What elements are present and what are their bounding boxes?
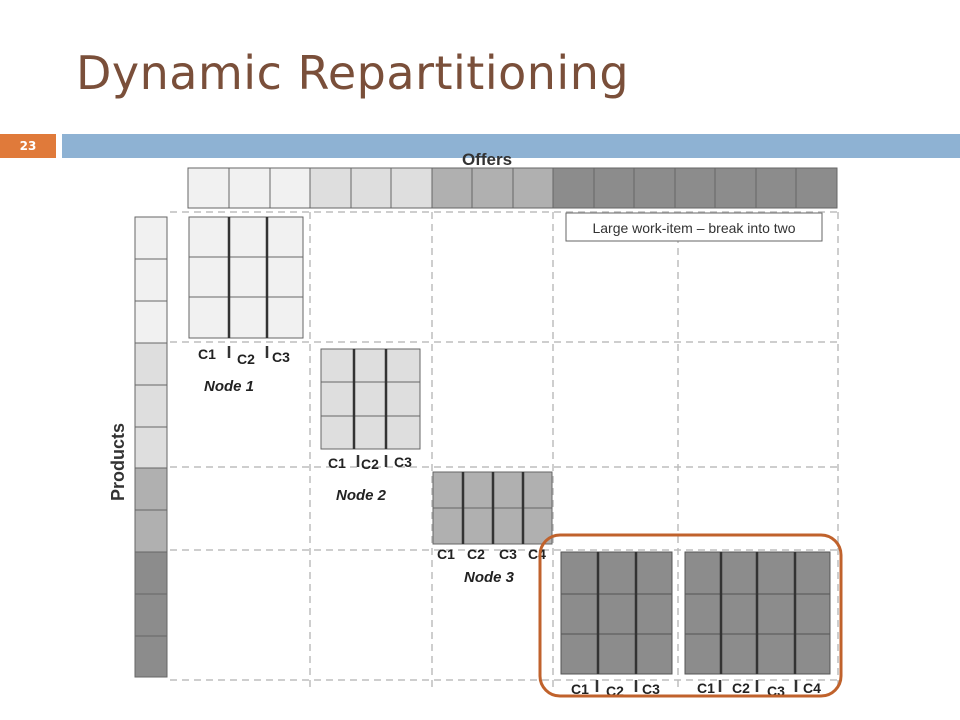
offer-cell [633,167,676,209]
split-group-a-core-label: C3 [642,681,660,697]
header-bar [62,134,960,158]
node-2-core-label: C3 [394,454,412,470]
offer-cell [471,167,514,209]
node-3-core-label: C2 [467,546,485,562]
product-cell [134,216,168,260]
offers-strip [187,167,838,209]
node-3-core-dividers [461,472,525,544]
node-3-block [432,471,553,545]
offer-cell [714,167,757,209]
product-cell [134,509,168,553]
node-1-block [188,216,304,339]
split-group-a-core-label: C1 [571,681,589,697]
offer-cell [228,167,271,209]
node-1-label: Node 1 [204,378,254,395]
split-group-b-core-label: C1 [697,680,715,696]
offer-cell [674,167,716,209]
products-axis-label: Products [108,423,128,501]
node-2-core-dividers [352,349,388,467]
callout-box [565,212,823,242]
node-3-core-label: C1 [437,546,455,562]
slide-title: Dynamic Repartitioning [76,46,630,100]
offer-cell [350,167,392,209]
node-1-core-label: C2 [237,351,255,367]
node-1-core-label: C1 [198,346,216,362]
split-group-b-core-dividers [718,552,798,692]
offer-cell [187,167,230,209]
node-3-core-label: C3 [499,546,517,562]
split-highlight-outline [538,533,843,698]
node-2-core-label: C2 [361,456,379,472]
callout-text: Large work-item – break into two [592,220,795,236]
split-group-b-core-label: C2 [732,680,750,696]
node-1-core-dividers [227,217,269,358]
product-cell [134,593,168,637]
offer-cell [795,167,838,209]
dashed-grid [170,211,839,690]
split-group-b-block [684,551,831,675]
node-2-core-label: C1 [328,455,346,471]
offer-cell [390,167,433,209]
split-group-b-core-label: C4 [803,680,821,696]
node-3-label: Node 3 [464,569,515,586]
split-group-a-core-dividers [595,552,638,692]
node-3-core-label: C4 [528,546,546,562]
product-cell [134,635,168,678]
product-cell [134,258,168,302]
node-2-block [320,348,421,450]
page-number-badge: 23 [0,134,56,158]
product-cell [134,342,168,386]
offer-cell [431,167,473,209]
node-2-label: Node 2 [336,487,387,504]
offer-cell [593,167,635,209]
product-cell [134,467,168,511]
offer-cell [512,167,554,209]
split-group-a-block [560,551,673,675]
offer-cell [552,167,595,209]
products-strip [134,216,168,678]
product-cell [134,426,168,469]
product-cell [134,551,168,595]
product-cell [134,384,168,428]
offer-cell [755,167,797,209]
node-1-core-label: C3 [272,349,290,365]
offer-cell [309,167,352,209]
offers-axis-label: Offers [462,150,512,169]
product-cell [134,300,168,344]
offer-cell [269,167,311,209]
